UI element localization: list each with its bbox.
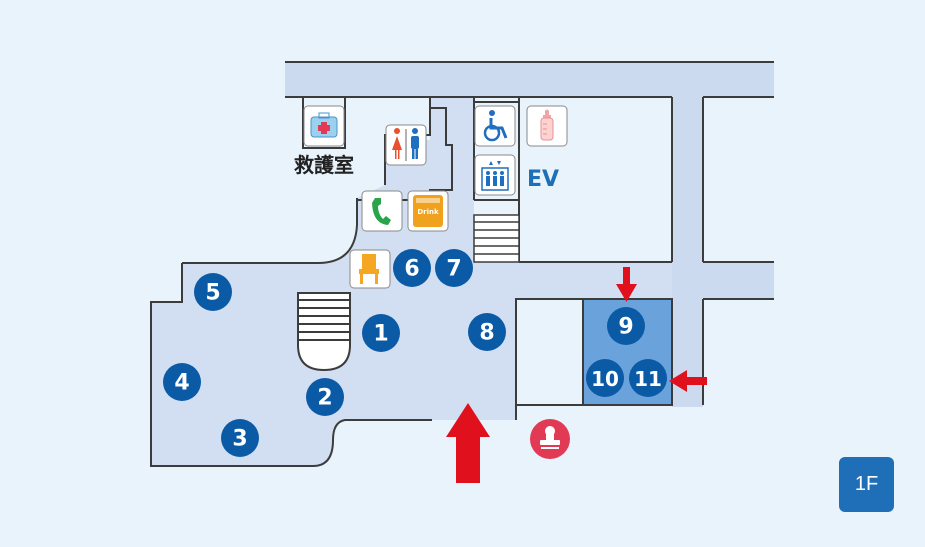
exhibit-marker-3[interactable]: 3	[221, 419, 259, 457]
marker-circle	[435, 249, 473, 287]
marker-circle	[586, 359, 624, 397]
elevator-label: EV	[527, 167, 559, 192]
marker-number: 4	[174, 371, 189, 396]
drink-vending-icon[interactable]: Drink	[407, 190, 449, 232]
marker-circle	[629, 359, 667, 397]
marker-number: 11	[634, 367, 662, 391]
marker-circle	[221, 419, 259, 457]
restroom-icon[interactable]	[385, 124, 427, 166]
exhibit-markers: 1 2 3 4 5 6 7 8 9 10 11	[163, 249, 667, 457]
elevator-icon[interactable]	[474, 154, 516, 196]
marker-number: 5	[205, 281, 220, 306]
marker-number: 2	[317, 386, 332, 411]
rest-chair-icon[interactable]	[349, 249, 391, 289]
side-room	[515, 298, 584, 406]
exhibit-marker-9[interactable]: 9	[607, 307, 645, 345]
corridors	[285, 61, 774, 407]
exhibit-marker-1[interactable]: 1	[362, 314, 400, 352]
floor-indicator[interactable]: 1F	[839, 457, 894, 512]
marker-number: 1	[373, 322, 388, 347]
baby-bottle-icon[interactable]	[526, 105, 568, 147]
marker-number: 8	[479, 321, 494, 346]
exhibit-marker-11[interactable]: 11	[629, 359, 667, 397]
marker-number: 9	[618, 315, 633, 340]
marker-circle	[163, 363, 201, 401]
stairs-upper	[473, 214, 520, 263]
phone-icon[interactable]	[361, 190, 403, 232]
drink-label: Drink	[417, 208, 439, 216]
entrance-arrow-right	[669, 370, 707, 392]
marker-number: 10	[591, 367, 619, 391]
exhibit-marker-2[interactable]: 2	[306, 378, 344, 416]
marker-number: 3	[232, 427, 247, 452]
main-entrance-arrow	[446, 403, 490, 483]
marker-circle	[468, 313, 506, 351]
entrance-arrow-top	[616, 267, 637, 302]
marker-circle	[607, 307, 645, 345]
first-aid-icon[interactable]	[303, 105, 345, 147]
exhibit-marker-10[interactable]: 10	[586, 359, 624, 397]
first-aid-room-label: 救護室	[294, 153, 354, 177]
marker-circle	[306, 378, 344, 416]
exhibit-marker-6[interactable]: 6	[393, 249, 431, 287]
exhibit-marker-5[interactable]: 5	[194, 273, 232, 311]
marker-number: 6	[404, 257, 419, 282]
marker-circle	[362, 314, 400, 352]
exhibit-marker-8[interactable]: 8	[468, 313, 506, 351]
exhibit-marker-7[interactable]: 7	[435, 249, 473, 287]
stamp-icon[interactable]	[530, 419, 570, 459]
wheelchair-icon[interactable]	[474, 105, 516, 147]
stairs-lobby	[297, 292, 351, 372]
marker-circle	[194, 273, 232, 311]
marker-circle	[393, 249, 431, 287]
marker-number: 7	[446, 257, 461, 282]
exhibit-marker-4[interactable]: 4	[163, 363, 201, 401]
